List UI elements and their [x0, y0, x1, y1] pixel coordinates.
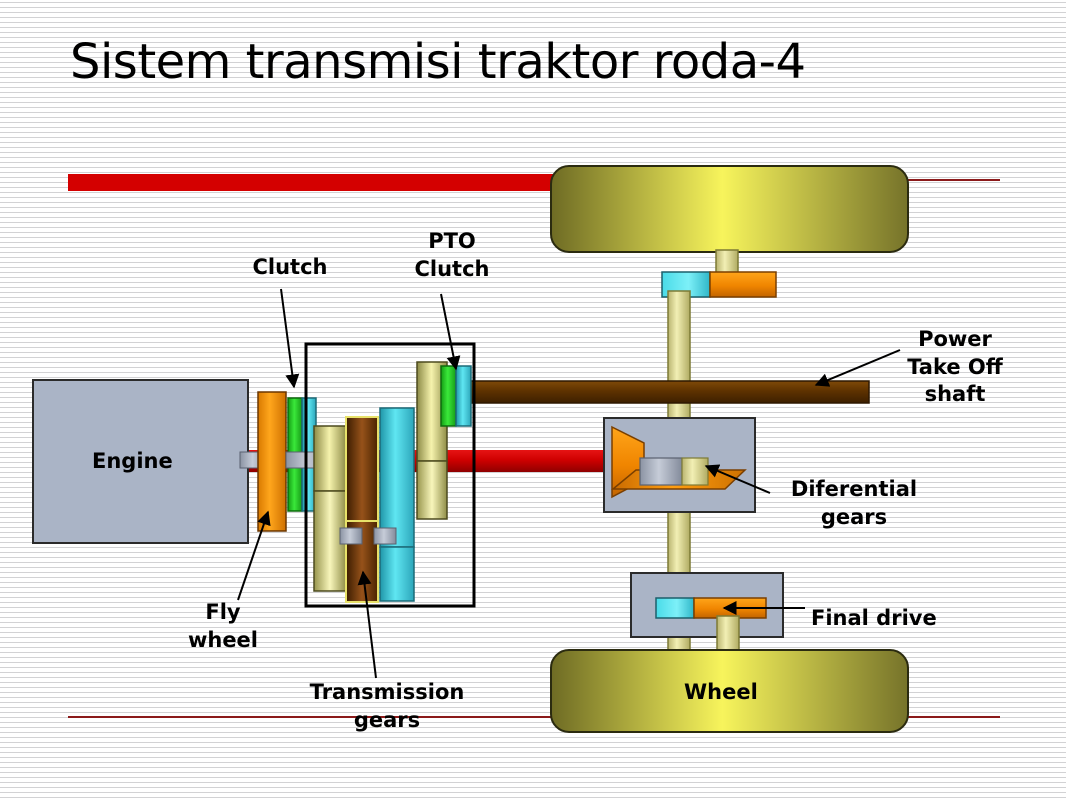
callout-final-drive: Final drive — [811, 606, 937, 630]
callout-pto-clutch: PTO Clutch — [414, 229, 490, 281]
leader-diferential-gears — [704, 464, 771, 494]
front-axle-shaft — [68, 174, 568, 191]
transmission-gear-1-upper — [313, 425, 347, 492]
pto-clutch-plate-cyan — [455, 365, 472, 427]
transmission-gear-3-lower — [379, 546, 415, 602]
final-drive-gear-cyan — [655, 597, 695, 619]
callout-diferential-gears: Diferential gears — [790, 477, 918, 529]
callout-clutch: Clutch — [252, 255, 328, 279]
differential-hub-yellow — [681, 457, 709, 486]
wheel-label: Wheel — [684, 680, 758, 704]
pto-clutch-plate-green — [440, 365, 457, 427]
callout-transmission-gears: Transmission gears — [309, 680, 465, 732]
engine-label: Engine — [92, 449, 173, 473]
differential-hub-gray — [639, 457, 683, 486]
front-wheel — [550, 165, 909, 253]
transmission-case — [304, 342, 476, 608]
front-final-drive-gear-orange — [709, 271, 777, 298]
rear-wheel — [550, 649, 909, 733]
leader-transmission-gears — [357, 570, 377, 679]
leader-pto-clutch — [440, 293, 461, 371]
leader-clutch — [280, 288, 300, 389]
transmission-gear-4-lower — [416, 460, 448, 520]
layshaft-hub-right — [373, 527, 397, 545]
transmission-gear-3-upper — [379, 407, 415, 548]
pto-shaft — [462, 380, 870, 404]
transmission-gear-2-upper — [345, 416, 379, 522]
fly-wheel — [257, 391, 287, 532]
engine-block — [32, 379, 249, 544]
page-title: Sistem transmisi traktor roda-4 — [70, 34, 806, 90]
callout-power-take-off-shaft: Power Take Off shaft — [907, 327, 1003, 407]
callout-fly-wheel: Fly wheel — [187, 600, 259, 652]
leader-fly-wheel — [237, 510, 271, 601]
layshaft-hub-left — [339, 527, 363, 545]
leader-power-take-off — [814, 349, 901, 387]
